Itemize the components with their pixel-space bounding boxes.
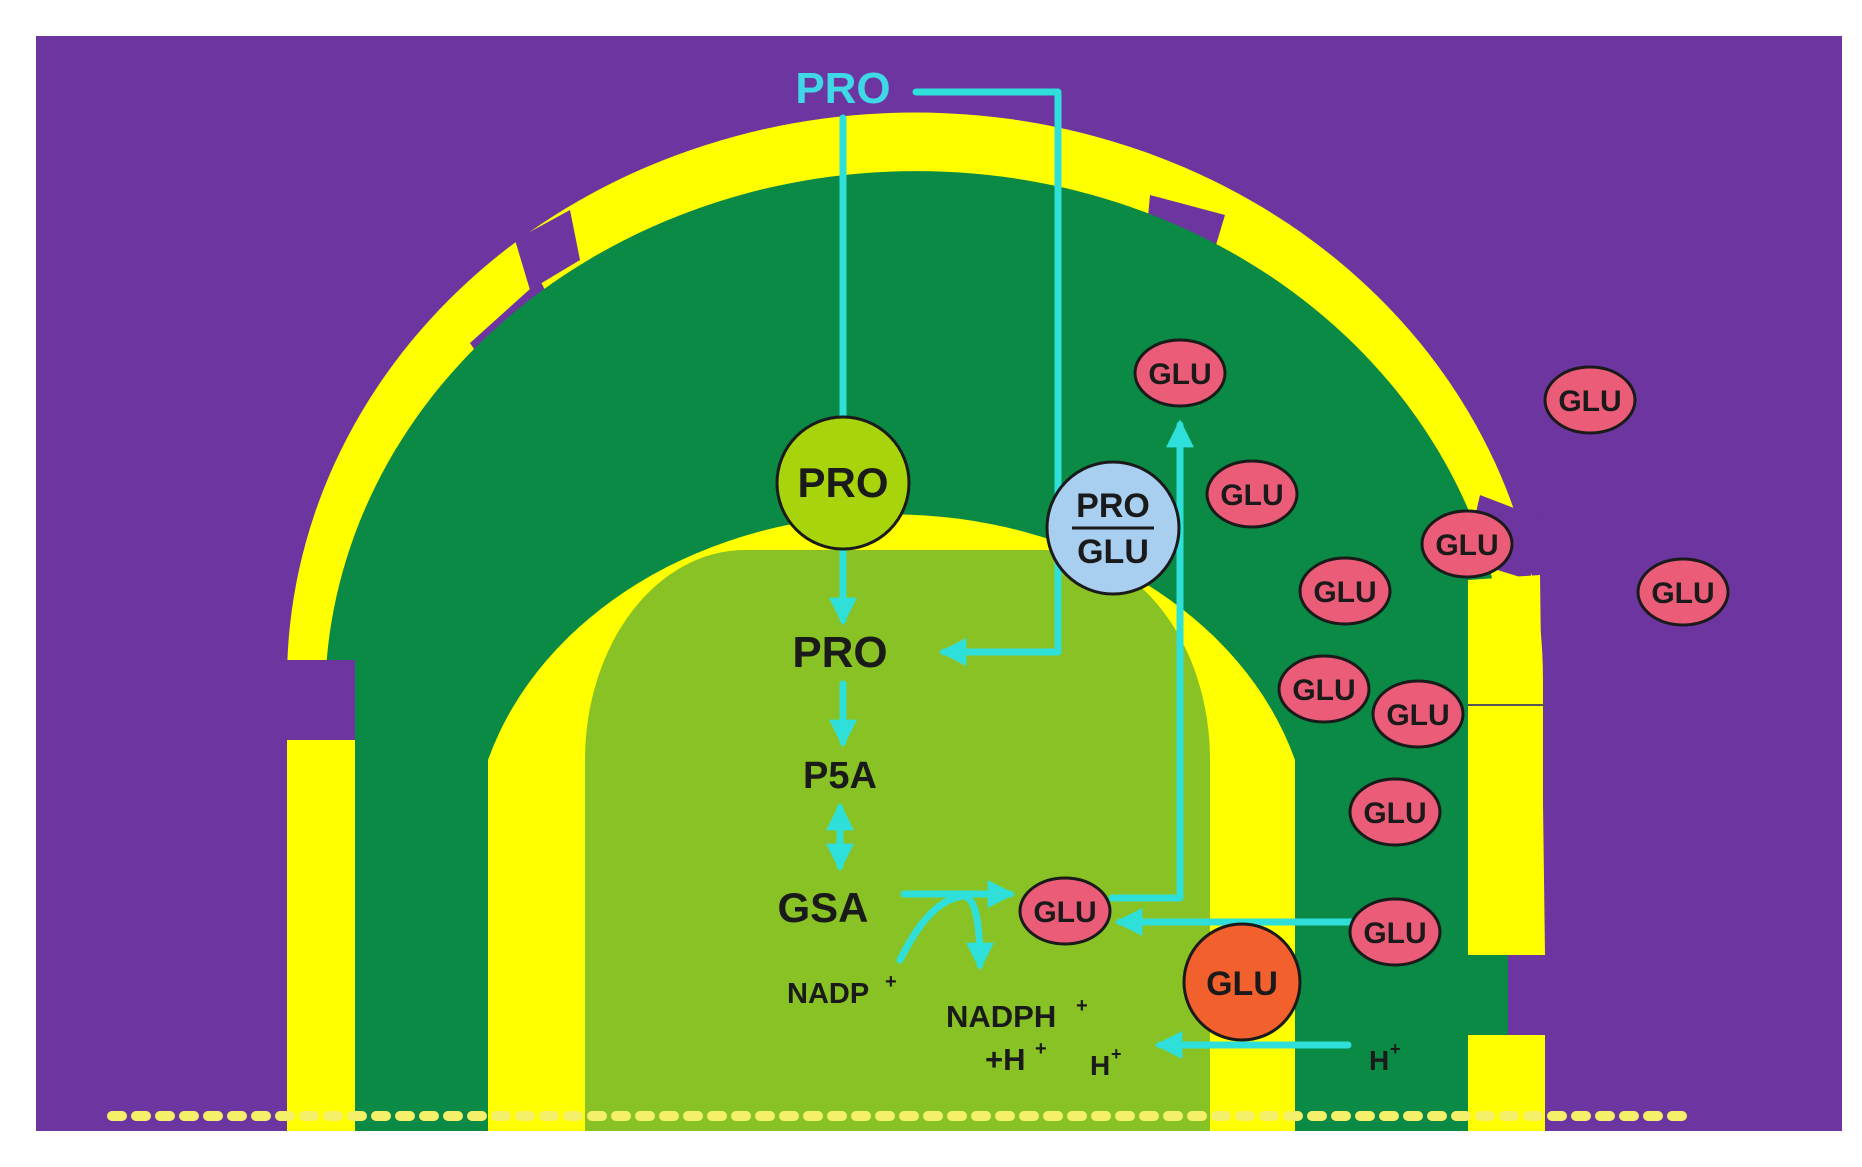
h-outer-group: H + xyxy=(1369,1039,1401,1076)
outer-membrane-right-base xyxy=(1468,1035,1545,1131)
gsa-label: GSA xyxy=(777,884,868,931)
antiporter-top-label: PRO xyxy=(1076,487,1150,525)
h-outer-superscript: + xyxy=(1390,1039,1401,1059)
glu-label: GLU xyxy=(1363,797,1426,830)
glu-label: GLU xyxy=(1292,674,1355,707)
glu-molecules: GLU GLU GLU GLU GLU GLU GLU GLU GLU GLU GLU xyxy=(1018,338,1730,967)
h-inner-superscript: + xyxy=(1111,1044,1122,1064)
pro-transporter: PRO xyxy=(775,415,911,551)
outer-membrane-right-segment xyxy=(1468,575,1545,955)
glu-label: GLU xyxy=(1220,479,1283,512)
h-inner-group: H + xyxy=(1090,1044,1122,1081)
glu-molecule: GLU xyxy=(1205,459,1299,529)
pro-antiporter-route xyxy=(912,88,1062,666)
glu-large-label: GLU xyxy=(1206,965,1278,1003)
glu-molecule: GLU xyxy=(1298,556,1392,626)
glu-molecule: GLU xyxy=(1371,679,1465,749)
arrow-nadp-cofactor xyxy=(896,892,994,971)
nadph-superscript: + xyxy=(1076,995,1088,1017)
glu-molecule: GLU xyxy=(1133,338,1227,408)
outer-membrane-left-segment xyxy=(287,740,355,1131)
pro-outside-label: PRO xyxy=(795,64,890,113)
pathway-arrows xyxy=(826,88,1356,1059)
glu-label: GLU xyxy=(1558,385,1621,418)
h-inner-label: H xyxy=(1090,1050,1110,1081)
glu-molecule: GLU xyxy=(1277,654,1371,724)
glu-label: GLU xyxy=(1386,699,1449,732)
h-outer-label: H xyxy=(1369,1045,1389,1076)
glu-molecule: GLU xyxy=(1543,365,1637,435)
glu-molecule: GLU xyxy=(1348,897,1442,967)
arrow-glu-export xyxy=(1108,419,1194,902)
glu-label: GLU xyxy=(1651,577,1714,610)
glu-transporter-orange: GLU xyxy=(1182,922,1302,1042)
antiporter-bottom-label: GLU xyxy=(1077,533,1149,571)
outer-membrane-left-gap xyxy=(287,660,355,740)
pro-transporter-label: PRO xyxy=(797,459,888,506)
glu-label: GLU xyxy=(1313,576,1376,609)
nadp-label-group: NADP + xyxy=(787,971,897,1010)
glu-molecule: GLU xyxy=(1348,777,1442,847)
plus-h-label: +H xyxy=(985,1042,1026,1077)
pro-inner-label: PRO xyxy=(792,628,887,677)
glu-molecule: GLU xyxy=(1420,509,1514,579)
pro-glu-antiporter: PRO GLU xyxy=(1045,460,1181,596)
glu-label: GLU xyxy=(1363,917,1426,950)
nadph-label: NADPH xyxy=(946,999,1056,1034)
mitochondrial-matrix xyxy=(585,550,1210,1131)
p5a-label: P5A xyxy=(803,755,877,797)
glu-label: GLU xyxy=(1435,529,1498,562)
glu-label: GLU xyxy=(1148,358,1211,391)
glu-molecule: GLU xyxy=(1636,557,1730,627)
glu-molecule: GLU xyxy=(1018,876,1112,946)
nadph-label-group: NADPH + +H + xyxy=(946,995,1088,1077)
plus-h-superscript: + xyxy=(1035,1038,1047,1060)
glu-label: GLU xyxy=(1033,896,1096,929)
nadp-label: NADP xyxy=(787,978,869,1010)
nadp-superscript: + xyxy=(885,971,897,993)
